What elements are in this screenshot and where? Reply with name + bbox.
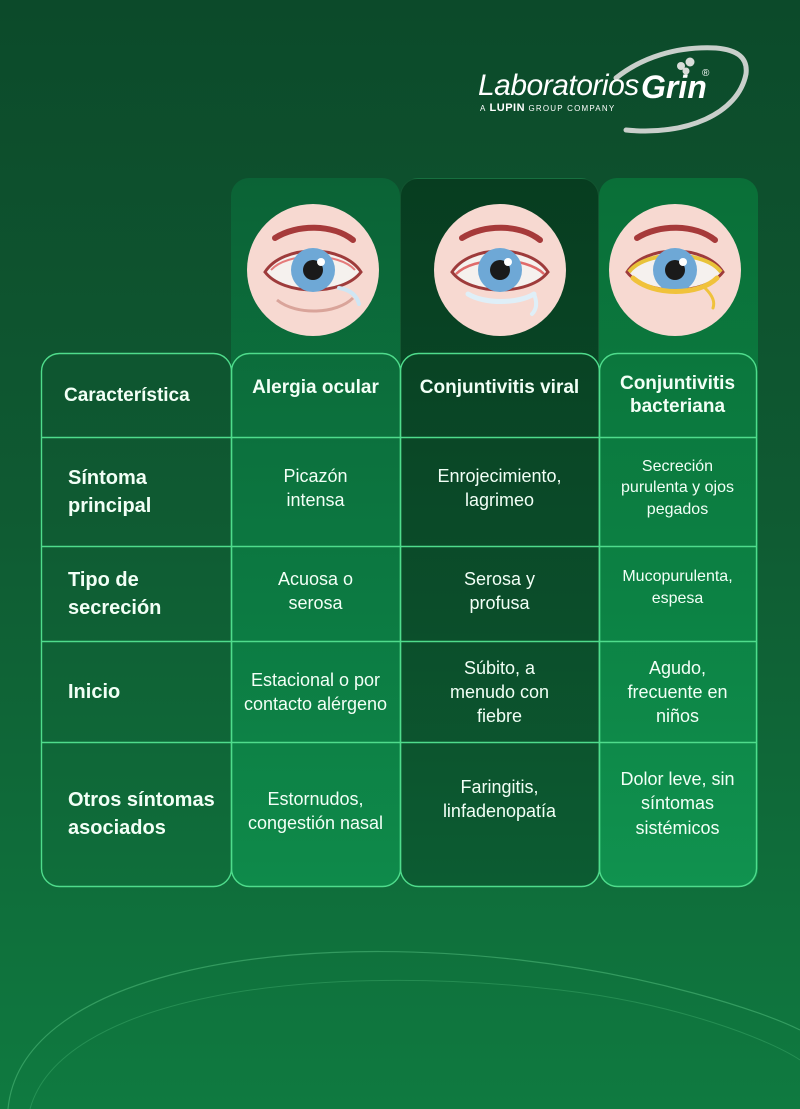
cell-allergy-other: Estornudos, congestión nasal — [247, 788, 384, 833]
tagline-brand: LUPIN — [489, 102, 526, 114]
logo-swoosh-icon — [613, 45, 749, 134]
cell-bacterial-secretion: Mucopurulenta, espesa — [622, 568, 733, 607]
header-conjuntivitis-viral: Conjuntivitis viral — [419, 376, 580, 398]
header-conjuntivitis-bacteriana: Conjuntivitis bacteriana — [619, 373, 736, 417]
cell-allergy-secretion: Acuosa o serosa — [277, 568, 354, 613]
row-label-sintoma-principal: Síntoma principal — [68, 467, 152, 517]
tagline-prefix: A — [480, 104, 487, 113]
cell-viral-other: Faringitis, linfadenopatía — [442, 777, 557, 822]
cell-bacterial-other: Dolor leve, sin síntomas sistémicos — [620, 769, 735, 838]
brand-name: Laboratorios — [478, 69, 639, 102]
registered-mark: ® — [702, 68, 710, 79]
header-alergia-ocular: Alergia ocular — [252, 376, 379, 398]
cell-allergy-symptom: Picazón intensa — [283, 465, 348, 510]
row-label-inicio: Inicio — [68, 681, 121, 703]
brand-tagline: A LUPIN GROUP COMPANY — [480, 102, 615, 114]
cell-viral-onset: Súbito, a menudo con fiebre — [449, 657, 550, 727]
brand-name-bold: Grin — [641, 69, 707, 105]
cell-allergy-onset: Estacional o por contacto alérgeno — [243, 669, 388, 714]
row-label-tipo-de-secrecion: Tipo de secreción — [68, 569, 162, 619]
brand-logo: Laboratorios Grin ® A LUPIN GROUP COMPAN… — [476, 44, 752, 134]
allergic-eye-icon — [247, 204, 379, 336]
header-caracteristica: Característica — [64, 384, 190, 406]
viral-eye-icon — [434, 204, 566, 336]
row-label-otros-sintomas: Otros síntomas asociados — [68, 789, 215, 839]
cell-viral-secretion: Serosa y profusa — [463, 568, 536, 613]
cell-bacterial-onset: Agudo, frecuente en niños — [627, 657, 728, 727]
tagline-suffix: GROUP COMPANY — [528, 104, 616, 113]
cell-bacterial-symptom: Secreción purulenta y ojos pegados — [621, 457, 734, 518]
cell-viral-symptom: Enrojecimiento, lagrimeo — [437, 465, 562, 510]
bacterial-eye-icon — [609, 204, 741, 336]
